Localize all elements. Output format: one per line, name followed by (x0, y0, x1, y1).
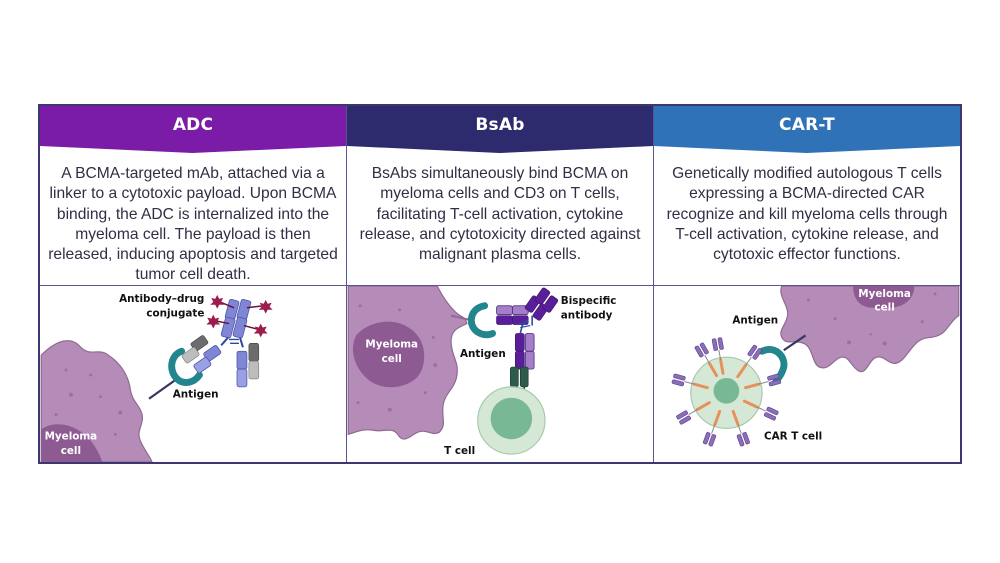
bsab-diagram: Bispecific antibody Antigen Myeloma cell… (347, 286, 617, 457)
illustration-adc: Antibody–drug conjugate Antigen Myeloma … (40, 286, 346, 462)
antigen-shape (758, 346, 788, 385)
illustration-bsab: Bispecific antibody Antigen Myeloma cell… (347, 286, 653, 462)
comparison-table: ADC A BCMA-targeted mAb, attached via a … (38, 104, 962, 464)
description-text-adc: A BCMA-targeted mAb, attached via a link… (48, 165, 338, 284)
header-banner-car-t (654, 106, 960, 153)
header-bsab: BsAb (347, 106, 653, 153)
label-antibody-drug-conjugate-1: Antibody–drug (119, 293, 204, 305)
label-bispecific-antibody-1: Bispecific (561, 295, 617, 307)
description-adc: A BCMA-targeted mAb, attached via a link… (40, 146, 346, 286)
car-receptor (676, 401, 711, 425)
car-receptor (731, 409, 750, 447)
label-antigen: Antigen (173, 389, 219, 401)
antibody-drug-conjugate (181, 294, 273, 388)
label-myeloma-cell-2: cell (61, 445, 81, 457)
myeloma-nucleus-shape (41, 424, 103, 462)
myeloma-cell-shape (780, 286, 960, 373)
column-adc: ADC A BCMA-targeted mAb, attached via a … (40, 106, 347, 462)
car-t-diagram: Antigen Myeloma cell CAR T cell (671, 286, 960, 447)
header-adc: ADC (40, 106, 346, 153)
car-receptor (742, 399, 779, 421)
label-t-cell: T cell (444, 445, 475, 457)
car-t-cell-nucleus-shape (713, 377, 740, 404)
cell-granules (807, 292, 937, 346)
label-myeloma-cell-1: Myeloma (858, 288, 911, 300)
car-receptor (744, 373, 782, 390)
header-title-car-t: CAR-T (779, 115, 835, 135)
illustration-car-t: Antigen Myeloma cell CAR T cell (654, 286, 960, 462)
car-receptor (694, 342, 719, 378)
myeloma-nucleus-shape (852, 286, 915, 309)
label-myeloma-cell-1: Myeloma (365, 338, 418, 350)
header-car-t: CAR-T (654, 106, 960, 153)
label-antigen: Antigen (732, 315, 778, 327)
cytotoxic-payloads (206, 294, 273, 338)
label-antibody-drug-conjugate-2: conjugate (146, 308, 204, 320)
label-myeloma-cell-1: Myeloma (45, 430, 98, 442)
label-myeloma-cell-2: cell (874, 302, 894, 314)
label-myeloma-cell-2: cell (382, 353, 402, 365)
header-banner-adc (40, 106, 346, 153)
antigen-shape (467, 302, 497, 339)
header-title-bsab: BsAb (475, 115, 525, 135)
label-bispecific-antibody-2: antibody (561, 310, 613, 322)
antigen-tether (783, 334, 807, 352)
car-receptor (711, 337, 725, 375)
description-bsab: BsAbs simultaneously bind BCMA on myelom… (347, 146, 653, 286)
chimeric-antigen-receptors (671, 337, 782, 447)
t-cell-nucleus-shape (490, 397, 533, 440)
column-car-t: CAR-T Genetically modified autologous T … (654, 106, 960, 462)
label-car-t-cell: CAR T cell (764, 430, 822, 442)
description-car-t: Genetically modified autologous T cells … (654, 146, 960, 286)
label-antigen: Antigen (460, 348, 506, 360)
cell-granules (356, 304, 438, 412)
bispecific-antibody (496, 287, 559, 393)
adc-diagram: Antibody–drug conjugate Antigen Myeloma … (40, 293, 273, 462)
myeloma-nucleus-shape (352, 321, 425, 388)
cell-granules (54, 368, 123, 436)
description-text-car-t: Genetically modified autologous T cells … (666, 165, 948, 264)
description-text-bsab: BsAbs simultaneously bind BCMA on myelom… (359, 165, 641, 264)
column-bsab: BsAb BsAbs simultaneously bind BCMA on m… (347, 106, 654, 462)
header-banner-bsab (347, 106, 653, 153)
car-receptor (671, 373, 709, 390)
car-receptor (702, 409, 722, 447)
antigen-shape (168, 347, 203, 386)
header-title-adc: ADC (172, 115, 214, 135)
car-receptor (736, 344, 762, 379)
